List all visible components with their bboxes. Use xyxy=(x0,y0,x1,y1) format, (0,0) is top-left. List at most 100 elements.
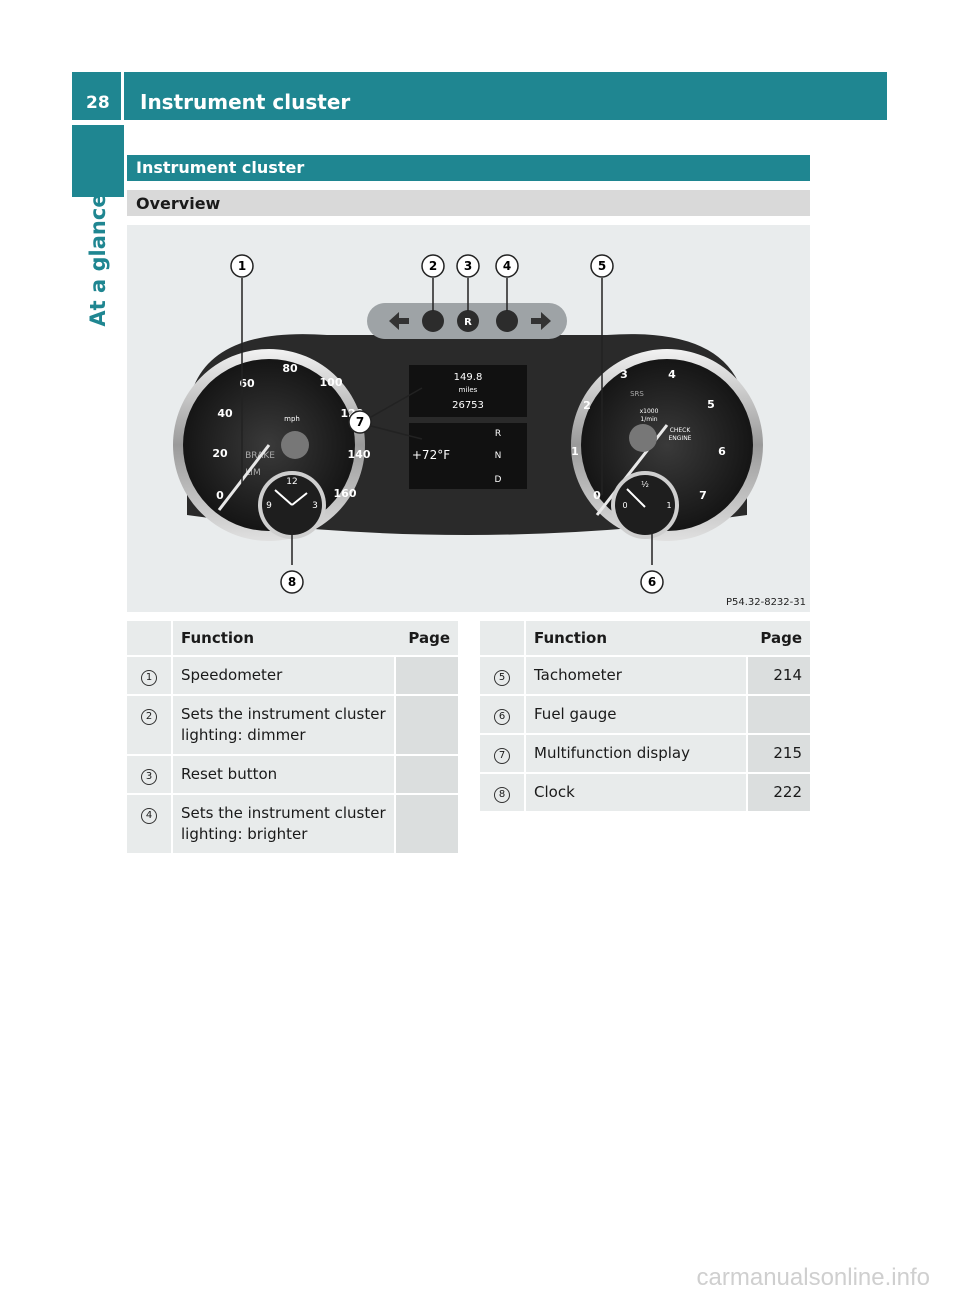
row-page: 215 xyxy=(747,734,810,773)
tach-tick-7: 7 xyxy=(699,489,707,502)
figure-code: P54.32-8232-31 xyxy=(726,597,806,608)
row-page xyxy=(395,695,458,755)
speed-tick-100: 100 xyxy=(320,376,343,389)
function-table-right: Function Page 5 Tachometer 214 6 Fuel ga… xyxy=(480,621,810,813)
speed-tick-80: 80 xyxy=(282,362,298,375)
tach-tick-3: 3 xyxy=(620,368,628,381)
callout-6: 6 xyxy=(641,571,663,593)
fuel-tick-half: ½ xyxy=(641,480,649,489)
table-row: 1 Speedometer xyxy=(127,656,458,695)
col-page: Page xyxy=(747,621,810,656)
display-temp: +72°F xyxy=(412,448,450,462)
clock-tick-3: 3 xyxy=(312,501,318,511)
page-header-bar: 28 Instrument cluster xyxy=(72,72,887,120)
row-function: Fuel gauge xyxy=(525,695,747,734)
table-row: 5 Tachometer 214 xyxy=(480,656,810,695)
instrument-cluster-figure: R 0 20 40 60 80 100 120 140 160 mph BRAK… xyxy=(127,225,810,612)
cluster-illustration: R 0 20 40 60 80 100 120 140 160 mph BRAK… xyxy=(127,225,810,612)
speed-tick-20: 20 xyxy=(212,447,228,460)
clock-gauge: 12 3 9 xyxy=(258,471,326,539)
row-function: Tachometer xyxy=(525,656,747,695)
svg-text:4: 4 xyxy=(503,259,511,273)
speed-tick-140: 140 xyxy=(348,448,371,461)
callout-8: 8 xyxy=(281,571,303,593)
side-tab-block xyxy=(72,125,124,197)
row-number: 2 xyxy=(141,709,157,725)
clock-tick-12: 12 xyxy=(286,477,297,487)
tach-tick-5: 5 xyxy=(707,398,715,411)
srs-label: SRS xyxy=(630,390,644,398)
side-tab: At a glance xyxy=(72,200,124,350)
row-number: 1 xyxy=(141,670,157,686)
col-page: Page xyxy=(395,621,458,656)
speed-tick-160: 160 xyxy=(334,487,357,500)
display-trip: 149.8 xyxy=(454,372,483,383)
engine-label: ENGINE xyxy=(669,435,692,442)
row-page xyxy=(395,656,458,695)
tach-tick-0: 0 xyxy=(593,489,601,502)
table-row: 6 Fuel gauge xyxy=(480,695,810,734)
header-title: Instrument cluster xyxy=(140,90,350,114)
row-function: Clock xyxy=(525,773,747,812)
fuel-tick-1: 1 xyxy=(666,501,671,510)
svg-text:1: 1 xyxy=(238,259,246,273)
svg-text:5: 5 xyxy=(598,259,606,273)
fuel-gauge: ½ 0 1 xyxy=(611,471,679,539)
callout-7: 7 xyxy=(349,411,371,433)
row-number: 8 xyxy=(494,787,510,803)
tach-tick-2: 2 xyxy=(583,399,591,412)
page-number: 28 xyxy=(86,93,110,113)
function-table-left: Function Page 1 Speedometer 2 Sets the i… xyxy=(127,621,458,855)
row-page xyxy=(747,695,810,734)
col-function: Function xyxy=(525,621,747,656)
multifunction-display: 149.8 miles 26753 +72°F R N D xyxy=(409,365,527,489)
fuel-tick-0: 0 xyxy=(622,501,627,510)
row-function: Multifunction display xyxy=(525,734,747,773)
section-title: Instrument cluster xyxy=(127,155,810,181)
callout-3: 3 xyxy=(457,255,479,277)
svg-text:8: 8 xyxy=(288,575,296,589)
speed-tick-40: 40 xyxy=(217,407,233,420)
footer-watermark[interactable]: carmanualsonline.info xyxy=(697,1264,930,1292)
svg-text:7: 7 xyxy=(356,415,364,429)
tach-tick-6: 6 xyxy=(718,445,726,458)
tach-tick-4: 4 xyxy=(668,368,676,381)
table-header-row: Function Page xyxy=(480,621,810,656)
clock-tick-9: 9 xyxy=(266,501,272,511)
callout-4: 4 xyxy=(496,255,518,277)
table-row: 4 Sets the instrument cluster lighting: … xyxy=(127,794,458,854)
row-number: 4 xyxy=(141,808,157,824)
table-row: 8 Clock 222 xyxy=(480,773,810,812)
side-tab-label: At a glance xyxy=(86,193,110,326)
row-function: Reset button xyxy=(172,755,395,794)
table-row: 2 Sets the instrument cluster lighting: … xyxy=(127,695,458,755)
row-function: Sets the instrument cluster lighting: di… xyxy=(172,695,395,755)
tach-multiplier: x1000 xyxy=(640,408,659,415)
callout-2: 2 xyxy=(422,255,444,277)
reset-r-label: R xyxy=(464,317,472,328)
row-function: Sets the instrument cluster lighting: br… xyxy=(172,794,395,854)
callout-5: 5 xyxy=(591,255,613,277)
speed-unit: mph xyxy=(284,415,300,423)
page-number-box: 28 xyxy=(72,72,124,120)
dimmer-button-icon xyxy=(422,310,444,332)
section-subtitle: Overview xyxy=(127,190,810,216)
table-row: 3 Reset button xyxy=(127,755,458,794)
svg-text:6: 6 xyxy=(648,575,656,589)
svg-text:3: 3 xyxy=(464,259,472,273)
display-unit: miles xyxy=(459,386,478,394)
row-page xyxy=(395,755,458,794)
gear-r: R xyxy=(495,429,501,439)
col-function: Function xyxy=(172,621,395,656)
callout-1: 1 xyxy=(231,255,253,277)
display-odometer: 26753 xyxy=(452,400,484,411)
row-page xyxy=(395,794,458,854)
row-number: 7 xyxy=(494,748,510,764)
row-page: 222 xyxy=(747,773,810,812)
row-number: 3 xyxy=(141,769,157,785)
gear-n: N xyxy=(495,451,502,461)
row-number: 5 xyxy=(494,670,510,686)
check-label: CHECK xyxy=(670,427,692,434)
row-function: Speedometer xyxy=(172,656,395,695)
table-row: 7 Multifunction display 215 xyxy=(480,734,810,773)
